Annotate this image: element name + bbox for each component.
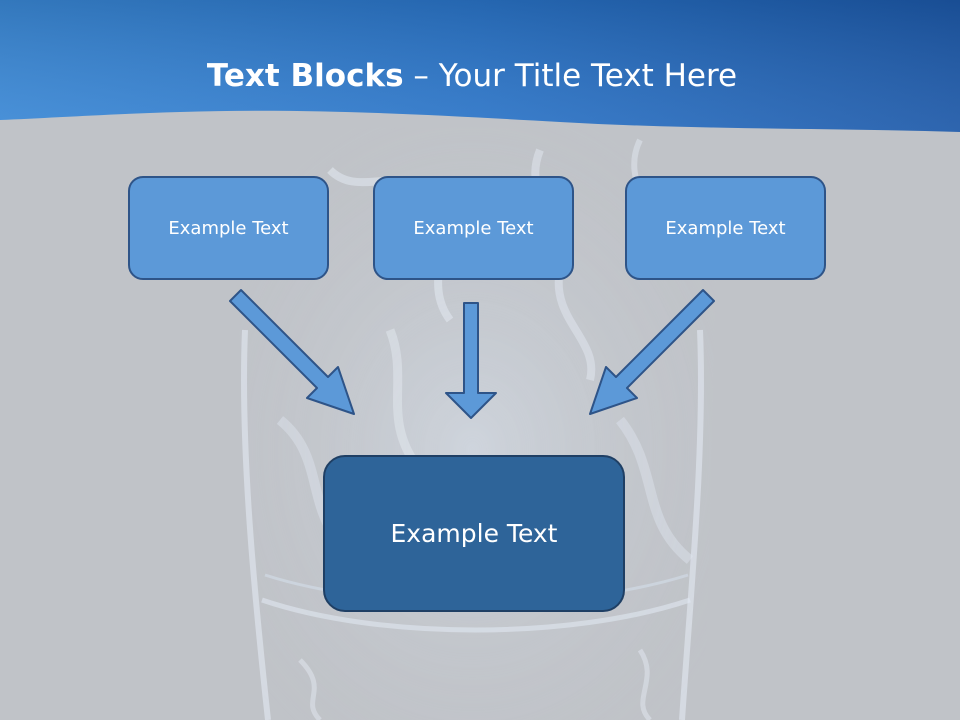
title-dash: – [403, 58, 439, 94]
text-block-right[interactable]: Example Text [625, 176, 826, 280]
text-block-center[interactable]: Example Text [373, 176, 574, 280]
title-rest: Your Title Text Here [438, 58, 738, 94]
arrow-down-left-icon [589, 289, 715, 415]
slide-title: Text Blocks – Your Title Text Here [0, 54, 944, 98]
arrow-down-icon [445, 302, 497, 419]
text-block-bottom[interactable]: Example Text [323, 455, 625, 612]
arrow-down-right-icon [229, 289, 355, 415]
text-block-left[interactable]: Example Text [128, 176, 329, 280]
title-bold: Text Blocks [206, 58, 404, 94]
